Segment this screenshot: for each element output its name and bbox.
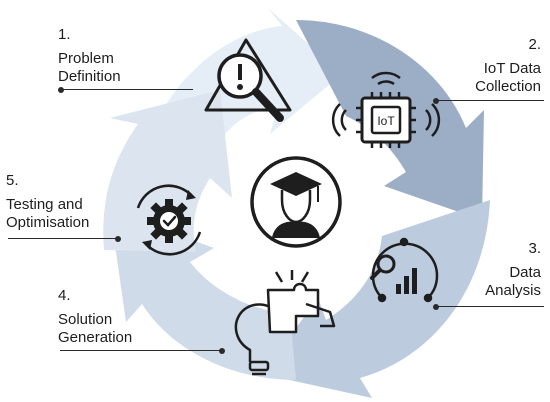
step-4-number: 4. [58, 287, 71, 304]
iot-chip-icon [331, 71, 441, 148]
cycle-arrow-5 [103, 90, 232, 252]
iot-chip-text: IoT [377, 114, 395, 128]
step-2-number: 2. [528, 36, 541, 53]
step-3-title-line2: Analysis [485, 282, 541, 299]
step-2-title-line2: Collection [475, 78, 541, 95]
step-5-title-line1: Testing and [6, 196, 83, 213]
step-3-number: 3. [528, 240, 541, 257]
step-4-leader [60, 346, 225, 356]
step-3-leader [433, 302, 544, 312]
warning-magnifier-icon [204, 38, 292, 122]
step-3-title-line1: Data [509, 264, 541, 281]
step-3-label: 3. Data Analysis [485, 240, 541, 300]
step-1-title-line2: Definition [58, 68, 121, 85]
step-1-number: 1. [58, 26, 71, 43]
step-2-title-line1: IoT Data [483, 60, 541, 77]
step-5-title-line2: Optimisation [6, 214, 90, 231]
step-1-title-line1: Problem [58, 50, 114, 67]
step-5-number: 5. [6, 172, 19, 189]
step-5-label: 5. Testing and Optimisation [6, 172, 89, 232]
step-4-label: 4. Solution Generation [58, 287, 132, 347]
graduate-icon [250, 156, 342, 248]
lightbulb-puzzle-icon [234, 270, 336, 376]
step-1-leader [58, 85, 193, 95]
step-2-leader [433, 96, 544, 106]
step-4-title-line2: Generation [58, 329, 133, 346]
step-2-label: 2. IoT Data Collection [475, 36, 541, 96]
gear-check-icon [136, 184, 202, 256]
step-1-label: 1. Problem Definition [58, 26, 121, 86]
step-5-leader [8, 234, 121, 244]
cycle-arrow-3 [262, 200, 490, 398]
analysis-chart-icon [370, 237, 439, 303]
step-4-title-line1: Solution [58, 311, 113, 328]
